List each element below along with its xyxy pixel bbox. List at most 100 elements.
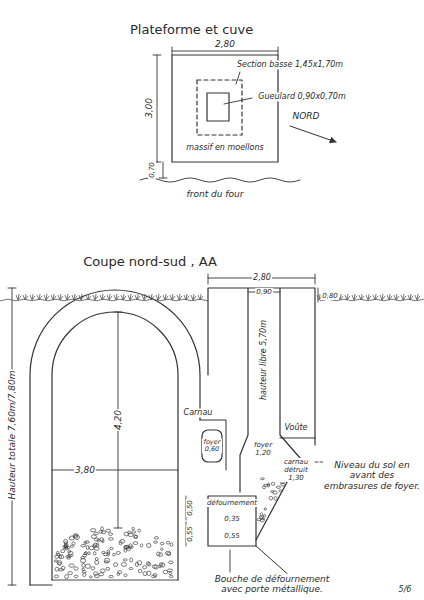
grass-tuft (100, 294, 105, 300)
stone (83, 573, 86, 577)
stone (132, 527, 134, 529)
grass-tuft (37, 294, 42, 300)
grass-tuft (359, 294, 364, 300)
stone (105, 529, 110, 532)
drawing-label: 0,35 (223, 515, 241, 523)
grass-tuft (107, 294, 112, 300)
stone (123, 559, 127, 561)
stone (281, 483, 285, 486)
dimension-line (159, 162, 167, 178)
drawing-label: Carnau (183, 408, 214, 417)
stone (58, 569, 64, 571)
rubble-fill (54, 478, 285, 579)
grass-tuft (93, 294, 98, 300)
stone (259, 516, 263, 519)
stone (154, 537, 158, 540)
stone (152, 565, 157, 568)
stone (89, 546, 94, 550)
stone (65, 575, 69, 579)
stone (169, 572, 172, 574)
grass-tuft (380, 294, 385, 300)
stone (167, 569, 172, 572)
leader-line (236, 72, 240, 84)
stone (93, 552, 96, 555)
grass-tuft (30, 294, 35, 300)
grass-tuft (149, 294, 154, 300)
stone (106, 567, 110, 570)
stone (128, 533, 133, 536)
drawing-label: Bouche de défournement avec porte métall… (205, 574, 339, 595)
stone (85, 564, 90, 568)
stone (69, 564, 74, 567)
stone (104, 558, 109, 562)
stone (72, 542, 75, 545)
grass-tuft (184, 294, 189, 300)
stone (170, 575, 173, 577)
leader-line (230, 550, 231, 572)
grass-tuft (86, 294, 91, 300)
stone (110, 547, 114, 549)
stone (116, 551, 120, 554)
stone (70, 545, 74, 547)
stone (147, 571, 151, 575)
wall-base (30, 584, 52, 585)
dimension-line (52, 470, 178, 471)
grass-tuft (58, 294, 63, 300)
stone (147, 562, 150, 566)
stone (160, 542, 164, 545)
floor-line (52, 580, 178, 581)
drawing-label: 0,90 (255, 288, 273, 296)
stone (140, 544, 142, 547)
stone (279, 490, 282, 492)
stone (117, 573, 120, 576)
firebox (202, 430, 222, 462)
stone (107, 552, 109, 556)
section-title: Coupe nord-sud , AA (82, 255, 218, 270)
stone (129, 568, 133, 570)
stone (68, 550, 71, 553)
stone (95, 561, 99, 565)
stone (159, 563, 163, 567)
vault-outer (30, 290, 200, 585)
stone (99, 531, 103, 534)
stone (257, 519, 262, 521)
drawing-label: Hauteur totale 7,60m/7,80m (7, 370, 17, 501)
grass-tuft (44, 294, 49, 300)
grass-tuft (65, 294, 70, 300)
stone (69, 536, 74, 540)
leader-line (224, 98, 252, 104)
stone (134, 535, 137, 538)
drawing-label: massif en moellons (185, 143, 264, 152)
drawing-label: Gueulard 0,90x0,70m (257, 92, 346, 101)
drawing-label: Voûte (283, 423, 308, 432)
vault-line (280, 437, 315, 438)
grass-tuft (345, 294, 350, 300)
throat (207, 93, 229, 121)
stone (95, 557, 98, 560)
stone (104, 561, 109, 563)
stone (138, 529, 141, 532)
stone (66, 555, 71, 557)
drawing-label: front du four (186, 189, 245, 199)
stone (102, 531, 106, 534)
stone (100, 538, 103, 542)
stone (56, 551, 59, 554)
ground-surface (0, 299, 208, 301)
stone (170, 543, 173, 547)
stone (146, 543, 151, 547)
stone (94, 547, 99, 550)
stone (97, 539, 100, 541)
stone (84, 552, 87, 554)
drawing-label: 2,80 (252, 273, 272, 282)
grass-tuft (177, 294, 182, 300)
stone (68, 571, 73, 574)
stone (138, 569, 142, 573)
stone (276, 486, 280, 488)
grass-tuft (79, 294, 84, 300)
stone (264, 508, 266, 510)
grass-tuft (408, 294, 413, 300)
drawing-label: carnau détruit 1,30 (278, 458, 314, 482)
stone (90, 529, 95, 532)
stone (109, 533, 113, 536)
stone (74, 575, 78, 578)
